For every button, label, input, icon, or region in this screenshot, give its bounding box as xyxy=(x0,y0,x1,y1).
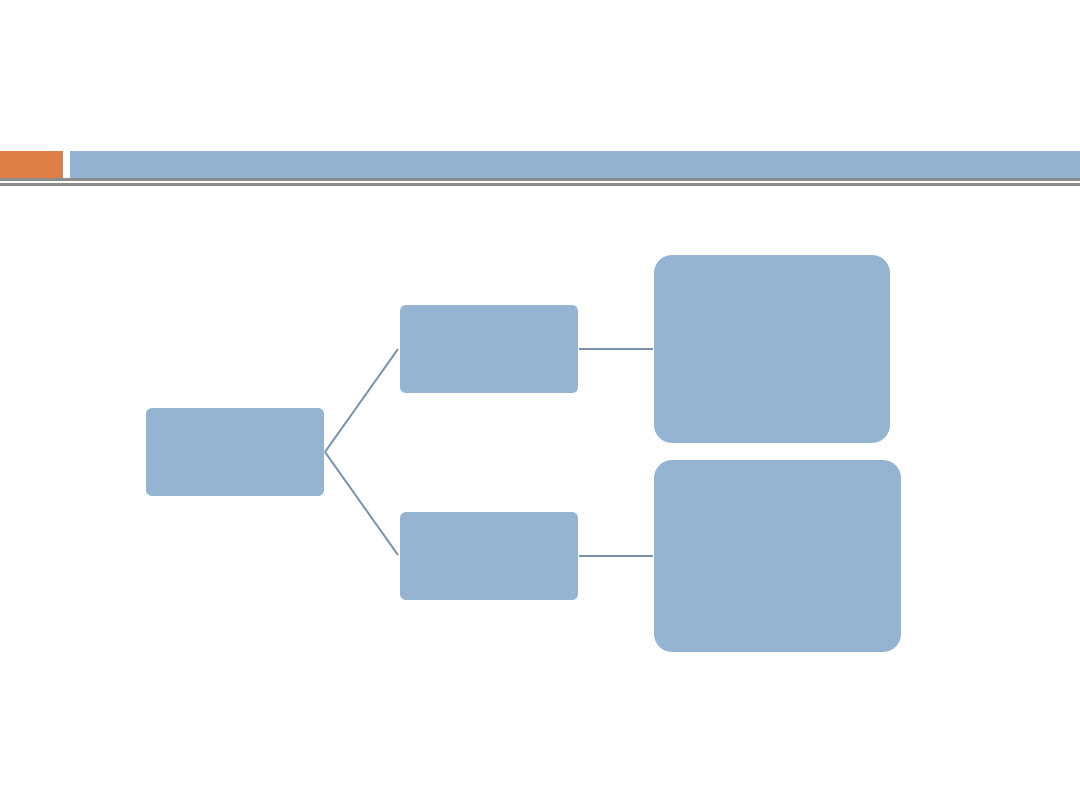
header-rule-top xyxy=(0,178,1080,181)
header-rule-bottom xyxy=(0,183,1080,186)
node-branch-2 xyxy=(400,512,578,600)
node-root xyxy=(146,408,324,496)
connector-root-branch-2 xyxy=(324,451,399,556)
node-detail-1 xyxy=(654,255,890,443)
node-branch-1 xyxy=(400,305,578,393)
node-detail-2 xyxy=(654,460,901,652)
connector-root-branch-1 xyxy=(324,348,399,453)
title-bar xyxy=(70,151,1080,178)
title-accent-block xyxy=(0,151,63,178)
